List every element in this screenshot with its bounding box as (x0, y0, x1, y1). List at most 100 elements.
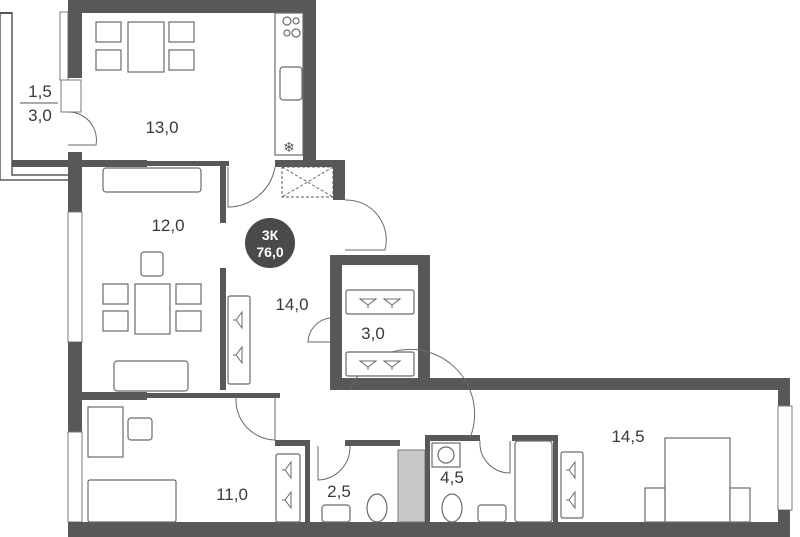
bedroom-master-area: 14,5 (611, 427, 644, 446)
balcony-outline (0, 12, 68, 181)
wall-living-right (220, 268, 226, 390)
storage-rack-bottom (345, 351, 415, 377)
wall-kitchen-bottom (82, 160, 147, 167)
chair (95, 21, 122, 43)
storage-area: 3,0 (361, 324, 385, 343)
hanger-icon (566, 460, 576, 480)
wardrobe-hall (227, 295, 251, 385)
sofa (113, 360, 189, 392)
wall-left-upper (68, 152, 82, 212)
wall-kitchen-right (303, 0, 316, 167)
chair (95, 49, 122, 71)
shaft-cross (281, 166, 334, 198)
wall-bath-top-right (512, 435, 557, 441)
wall-right-upper (778, 378, 790, 406)
chair (168, 49, 195, 71)
kitchen-sink (279, 66, 303, 101)
wall-living-bottom-thin (147, 393, 280, 398)
wardrobe-living (102, 167, 202, 193)
wall-right-lower (778, 510, 790, 537)
desk (87, 406, 124, 458)
living-table (134, 283, 171, 335)
stove-burner (292, 17, 300, 25)
hanger-icon (358, 360, 378, 370)
door-bedroom-small[interactable] (235, 397, 276, 441)
door-wc[interactable] (317, 445, 351, 481)
door-balcony[interactable] (67, 111, 97, 146)
wall-left-mid (68, 342, 82, 432)
shaft-hall (281, 166, 334, 198)
wall-storage-top (330, 255, 430, 265)
hanger-icon (382, 298, 402, 308)
wall-kitchen-left (68, 0, 82, 78)
wall-storage-left (330, 255, 342, 390)
door-storage[interactable] (307, 317, 331, 343)
armchair (140, 251, 164, 277)
apartment-total-area: 76,0 (256, 244, 283, 260)
balcony-window (59, 11, 69, 81)
living-area: 12,0 (151, 216, 184, 235)
wall-hall-right-top (333, 160, 345, 200)
wall-bottom (68, 522, 790, 537)
wall-kitchen-bottom-thin (147, 161, 229, 166)
washing-machine-drum (437, 446, 455, 464)
chair (175, 310, 202, 332)
wall-bath-top-left (425, 435, 480, 441)
hanger-icon (358, 298, 378, 308)
toilet (366, 493, 388, 523)
toilet (441, 493, 463, 523)
shaft-bath (397, 449, 426, 523)
stove-burner (282, 16, 292, 26)
wall-wc-top-left (275, 440, 310, 446)
bedroom-small-area: 11,0 (216, 485, 248, 504)
chair (102, 283, 129, 305)
wall-wc-top-right (345, 440, 400, 446)
window-bedroom-small (67, 431, 83, 523)
wc-area: 2,5 (327, 482, 351, 501)
bathroom-sink (477, 504, 507, 523)
door-kitchen[interactable] (227, 166, 276, 208)
stove-burner (283, 29, 291, 37)
desk-chair (127, 417, 153, 441)
hanger-icon (233, 310, 243, 330)
single-bed (87, 479, 177, 523)
bathroom-area: 4,5 (440, 468, 464, 487)
nightstand (644, 487, 666, 523)
apartment-type: 3К (262, 227, 279, 243)
balcony-area-top: 1,5 (28, 82, 52, 101)
hanger-icon (282, 490, 292, 510)
nightstand (729, 487, 751, 523)
chair (175, 283, 202, 305)
wardrobe-bedroom-small (275, 453, 301, 523)
balcony-door-panel (60, 79, 82, 113)
fridge-snowflake-icon: ❄ (283, 139, 295, 155)
storage-rack-top (345, 289, 415, 315)
apartment-badge (245, 218, 295, 268)
wardrobe-bedroom-master (560, 451, 584, 519)
wall-living-right-top (220, 163, 226, 223)
wall-bath-right (553, 435, 558, 525)
wall-living-bottom (82, 392, 147, 400)
wall-wc-left (305, 440, 310, 525)
hanger-icon (282, 460, 292, 480)
balcony-area-bottom: 3,0 (28, 106, 52, 125)
wc-sink (321, 504, 351, 523)
bathtub (514, 440, 553, 523)
wall-hall-top (275, 160, 345, 167)
hanger-icon (233, 345, 243, 365)
balcony-rail (0, 12, 12, 14)
door-bathroom[interactable] (479, 440, 511, 474)
window-living (67, 211, 83, 343)
double-bed (664, 437, 731, 523)
hall-area: 14,0 (275, 295, 308, 314)
chair (102, 310, 129, 332)
hanger-icon (566, 490, 576, 510)
door-entrance[interactable] (344, 199, 387, 251)
chair (168, 21, 195, 43)
wall-balcony-bottom (12, 160, 68, 167)
wall-storage-right (418, 255, 430, 390)
hanger-icon (382, 360, 402, 370)
wall-bedroom-top (330, 378, 790, 390)
wall-top (68, 0, 316, 13)
